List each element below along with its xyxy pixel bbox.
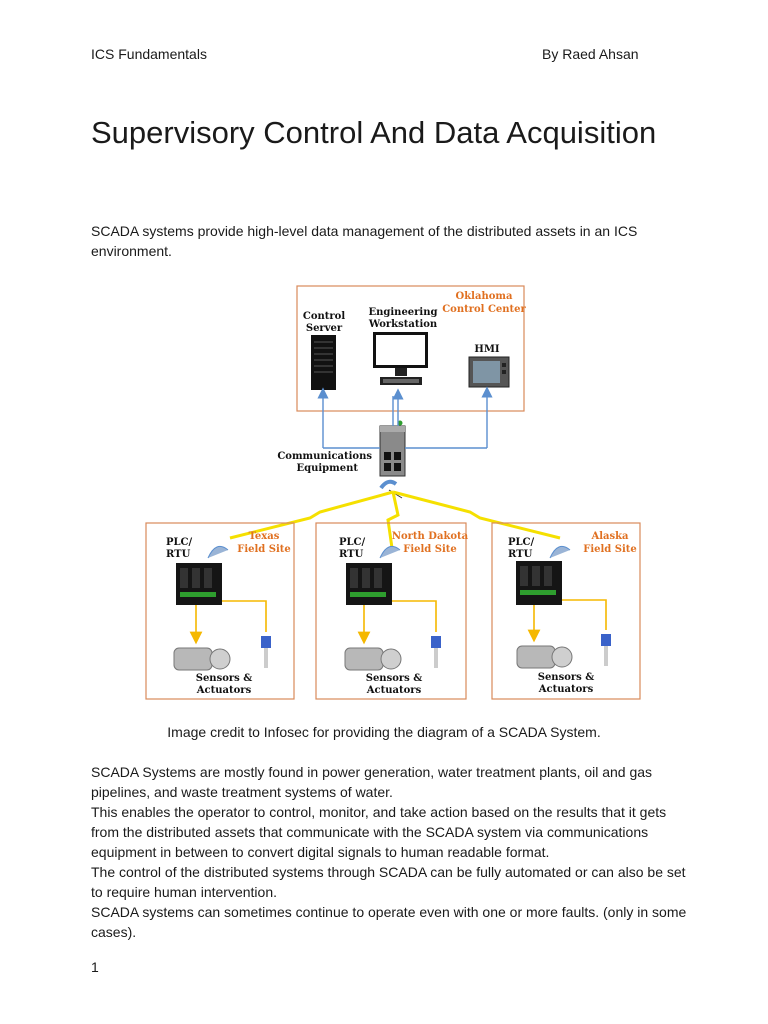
body-line: SCADA systems can sometimes continue to … xyxy=(91,904,687,920)
server-icon xyxy=(311,335,336,390)
page-number: 1 xyxy=(91,959,99,975)
body-line: The control of the distributed systems t… xyxy=(91,864,686,880)
hmi-icon xyxy=(468,356,510,388)
control-center-label-1: Oklahoma xyxy=(456,291,513,302)
body-line: equipment in between to convert digital … xyxy=(91,844,550,860)
site-label-2: Field Site xyxy=(403,544,457,555)
intro-paragraph: SCADA systems provide high-level data ma… xyxy=(91,223,638,259)
body-line: from the distributed assets that communi… xyxy=(91,824,649,840)
control-center-box xyxy=(296,285,525,412)
wireless-link-texas xyxy=(229,490,394,540)
workstation-icon xyxy=(373,332,428,385)
workstation-label-1: Engineering xyxy=(368,307,437,318)
body-line: to require human intervention. xyxy=(91,884,277,900)
sensors-label-2: Actuators xyxy=(366,685,422,696)
control-center-label-2: Control Center xyxy=(442,304,526,315)
comms-device-icon xyxy=(379,420,406,477)
header-left: ICS Fundamentals xyxy=(91,46,207,62)
sensors-label-2: Actuators xyxy=(196,685,252,696)
scada-diagram: Oklahoma Control Center Control Server E… xyxy=(145,285,641,700)
page-title: Supervisory Control And Data Acquisition xyxy=(91,115,657,150)
body-line: SCADA Systems are mostly found in power … xyxy=(91,764,653,780)
plc-label-1: PLC/ xyxy=(339,537,366,548)
plc-label-2: RTU xyxy=(508,549,533,560)
header-right: By Raed Ahsan xyxy=(542,46,639,62)
site-label-2: Field Site xyxy=(237,544,291,555)
control-server-label-2: Server xyxy=(306,323,343,334)
body-line: cases). xyxy=(91,924,137,940)
workstation-label-2: Workstation xyxy=(368,319,438,330)
plc-label-1: PLC/ xyxy=(166,537,193,548)
site-label-1: North Dakota xyxy=(392,531,469,542)
hmi-label: HMI xyxy=(474,344,500,355)
wireless-link-alaska xyxy=(392,490,561,540)
plc-label-2: RTU xyxy=(339,549,364,560)
body-line: This enables the operator to control, mo… xyxy=(91,804,667,820)
sensors-label-1: Sensors & xyxy=(196,673,253,684)
site-label-1: Alaska xyxy=(590,531,629,542)
field-site-alaska: Alaska Field Site PLC/ RTU Sensors & Act… xyxy=(491,522,641,700)
sensors-label-1: Sensors & xyxy=(538,672,595,683)
comms-label-1: Communications xyxy=(277,451,372,462)
site-label-2: Field Site xyxy=(583,544,637,555)
control-server-label-1: Control xyxy=(303,311,345,322)
field-site-texas: Texas Field Site PLC/ RTU Sensors & Actu… xyxy=(145,522,295,700)
plc-label-1: PLC/ xyxy=(508,537,535,548)
comms-label-2: Equipment xyxy=(296,463,358,474)
wireless-link-nd xyxy=(386,491,400,549)
site-label-1: Texas xyxy=(249,531,280,542)
body-text: SCADA Systems are mostly found in power … xyxy=(91,762,691,942)
plc-label-2: RTU xyxy=(166,549,191,560)
body-line: pipelines, and waste treatment systems o… xyxy=(91,784,393,800)
field-site-north-dakota: North Dakota Field Site PLC/ RTU Sensors… xyxy=(315,522,469,700)
sensors-label-1: Sensors & xyxy=(366,673,423,684)
sensors-label-2: Actuators xyxy=(538,684,594,695)
diagram-caption: Image credit to Infosec for providing th… xyxy=(167,724,601,740)
